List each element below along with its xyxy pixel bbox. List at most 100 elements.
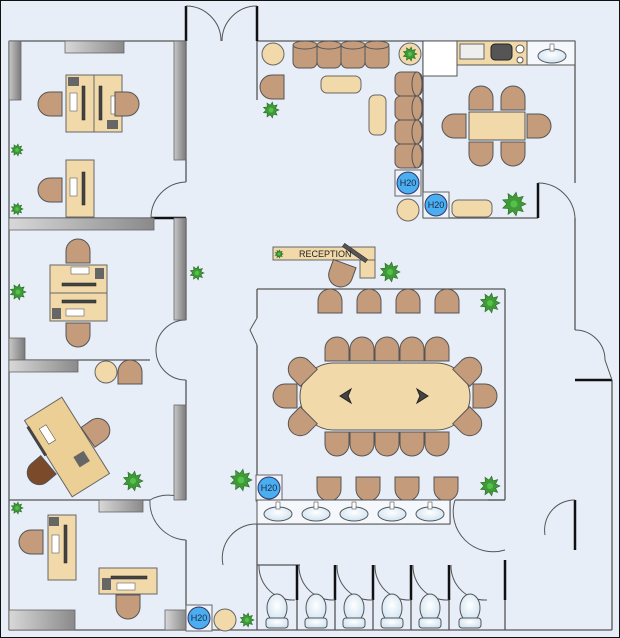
partition-panel <box>173 404 187 501</box>
chair-seat <box>37 91 63 117</box>
chair-seat <box>317 288 343 314</box>
plant-icon <box>479 292 501 314</box>
keyboard-icon <box>70 266 90 275</box>
chair <box>18 529 44 555</box>
reception-label: RECEPTION <box>299 249 352 259</box>
chair-seat <box>114 91 140 117</box>
chair-seat <box>65 322 91 348</box>
coffee-table <box>320 75 362 94</box>
chair <box>374 336 400 362</box>
monitor-icon <box>342 242 368 264</box>
entrance-door-left <box>185 5 222 42</box>
stool <box>261 42 285 66</box>
monitor-icon <box>61 282 97 287</box>
water-cooler-label: H20 <box>400 178 417 188</box>
toilet-tank <box>304 617 328 629</box>
phone-icon <box>102 578 111 590</box>
sofa-back <box>411 71 423 97</box>
monitor-icon <box>61 299 97 304</box>
chair <box>424 336 450 362</box>
corridor-door <box>574 329 613 381</box>
plant-center <box>510 200 518 208</box>
water-cooler-label: H20 <box>428 200 445 210</box>
plant-center <box>387 269 393 275</box>
chair <box>374 431 400 457</box>
plant-center <box>15 289 21 295</box>
plant-icon <box>262 101 280 119</box>
speakerphone-icon <box>415 387 429 405</box>
chair-seat <box>356 288 382 314</box>
plant-icon <box>9 283 27 301</box>
toilet-tank <box>418 617 442 629</box>
chair <box>500 85 526 111</box>
plant-center <box>194 270 200 276</box>
cooktop <box>459 43 485 60</box>
plant-center <box>268 107 274 113</box>
keyboard-icon <box>38 424 56 445</box>
stool <box>213 608 237 632</box>
labels: RECEPTION <box>299 249 352 259</box>
chair <box>452 406 483 437</box>
plant-icon <box>10 501 24 515</box>
plant-center <box>15 207 19 211</box>
chair-seat <box>316 476 342 502</box>
chair <box>272 383 298 409</box>
partition-panel <box>173 217 187 321</box>
partition-panel <box>8 359 79 373</box>
chair-seat <box>328 258 357 288</box>
partition-panel <box>8 337 26 361</box>
phone-icon <box>107 120 118 129</box>
chair-seat <box>434 288 460 314</box>
plant-icon <box>274 249 284 259</box>
chair <box>117 359 143 385</box>
stool <box>396 198 420 222</box>
chair-seat <box>287 406 318 437</box>
chair <box>468 141 494 167</box>
stall-door <box>298 564 336 601</box>
chair-seat <box>349 336 375 362</box>
keyboard-icon <box>69 92 78 112</box>
chair-seat <box>115 594 141 620</box>
chair-seat <box>374 431 400 457</box>
chair-seat <box>324 431 350 457</box>
water-cooler-icon <box>187 606 211 630</box>
monitor-icon <box>26 425 48 457</box>
plant-icon <box>122 470 144 492</box>
sofa-back <box>411 119 423 145</box>
faucet-icon <box>313 501 319 510</box>
water-cooler-icon <box>257 476 281 500</box>
faucet-icon <box>351 501 357 510</box>
refrigerator <box>422 40 458 77</box>
monitor-icon <box>342 242 368 264</box>
phone-icon <box>68 77 79 86</box>
stall-door <box>450 564 488 601</box>
plant-center <box>237 476 245 484</box>
chair-seat <box>394 476 420 502</box>
conference-table <box>299 362 471 431</box>
keyboard-icon <box>116 582 136 591</box>
chair <box>287 406 318 437</box>
chair <box>26 455 57 486</box>
burner-icon <box>515 44 525 54</box>
chair <box>80 417 111 448</box>
faucet-icon <box>549 43 555 52</box>
toilet-tank <box>380 617 404 629</box>
chair <box>349 336 375 362</box>
doors <box>149 5 613 601</box>
chair <box>434 288 460 314</box>
chair-seat <box>374 336 400 362</box>
chair-seat <box>26 455 57 486</box>
monitor-icon <box>110 575 148 580</box>
chair-seat <box>526 113 552 139</box>
chair <box>349 431 375 457</box>
chair <box>37 177 63 203</box>
chair <box>399 431 425 457</box>
plant-center <box>15 148 19 152</box>
partition-panel <box>64 40 125 54</box>
stall-door <box>258 564 296 601</box>
burner-icon <box>516 56 524 64</box>
entrance-door-right <box>221 5 258 42</box>
chair <box>441 113 467 139</box>
chair-seat <box>18 529 44 555</box>
chair <box>259 74 285 100</box>
